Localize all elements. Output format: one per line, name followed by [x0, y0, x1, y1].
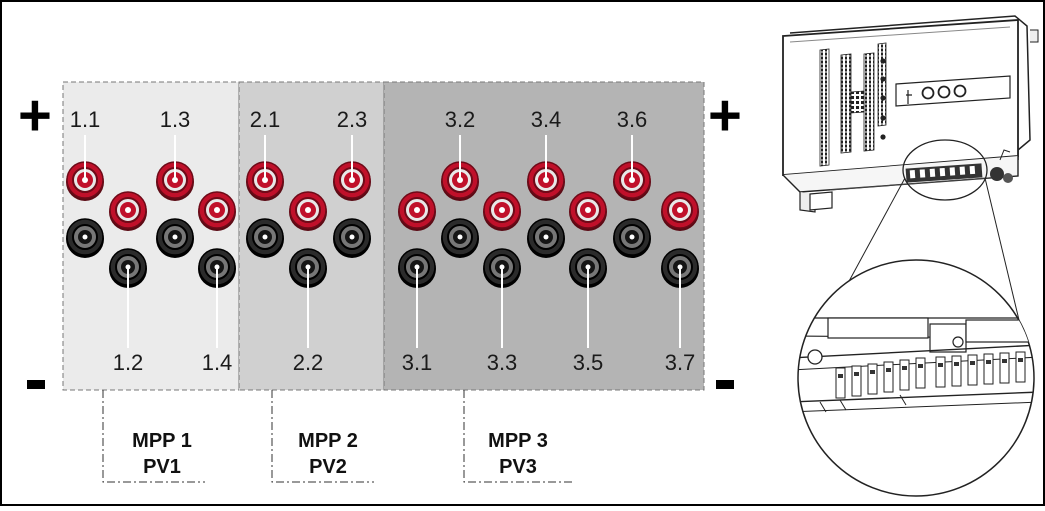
connector-label: 3.1 — [402, 350, 433, 375]
connector-3-3: 3.3 — [483, 191, 521, 375]
connector-label: 2.3 — [337, 107, 368, 132]
mpp3-legend: MPP 3 PV3 — [463, 390, 572, 483]
connector-label: 1.4 — [202, 350, 233, 375]
mpp1-title: MPP 1 — [132, 430, 192, 452]
connector-1-3: 1.3 — [156, 107, 194, 258]
connector-label: 3.4 — [531, 107, 562, 132]
connector-1-1: 1.1 — [66, 107, 104, 258]
mpp2-subtitle: PV2 — [309, 456, 347, 478]
connector-1-4: 1.4 — [198, 191, 236, 375]
connector-3-6: 3.6 — [613, 107, 651, 258]
connector-label: 1.2 — [113, 350, 144, 375]
connector-label: 3.3 — [487, 350, 518, 375]
connector-3-1: 3.1 — [398, 191, 436, 375]
minus-sign-left — [27, 380, 45, 389]
connector-label: 3.2 — [445, 107, 476, 132]
plus-sign-left: + — [18, 83, 52, 148]
plus-sign-right: + — [708, 83, 742, 148]
mpp2-legend: MPP 2 PV2 — [271, 390, 374, 483]
mpp1-subtitle: PV1 — [143, 456, 181, 478]
connector-label: 2.1 — [250, 107, 281, 132]
connector-label: 2.2 — [293, 350, 324, 375]
connector-2-1: 2.1 — [246, 107, 284, 258]
connector-3-4: 3.4 — [527, 107, 565, 258]
connector-3-5: 3.5 — [569, 191, 607, 375]
mpp3-subtitle: PV3 — [499, 456, 537, 478]
connector-label: 3.6 — [617, 107, 648, 132]
minus-sign-right — [716, 380, 734, 389]
magnifier-detail-circle — [797, 259, 1035, 497]
mpp3-title: MPP 3 — [488, 430, 548, 452]
connector-layer: 1.1 1.2 1.3 1.4 2.1 2.2 2.3 3.1 3.2 3.3 3.4 3.5 3.6 3… — [66, 107, 699, 375]
inverter-illustration — [782, 15, 1039, 213]
connector-label: 3.5 — [573, 350, 604, 375]
connector-label: 1.1 — [70, 107, 101, 132]
connector-3-7: 3.7 — [661, 191, 699, 375]
mpp2-title: MPP 2 — [298, 430, 358, 452]
connector-2-2: 2.2 — [289, 191, 327, 375]
connector-label: 1.3 — [160, 107, 191, 132]
connector-1-2: 1.2 — [109, 191, 147, 375]
mpp1-legend: MPP 1 PV1 — [102, 390, 205, 483]
connector-label: 3.7 — [665, 350, 696, 375]
connector-3-2: 3.2 — [441, 107, 479, 258]
connector-2-3: 2.3 — [333, 107, 371, 258]
